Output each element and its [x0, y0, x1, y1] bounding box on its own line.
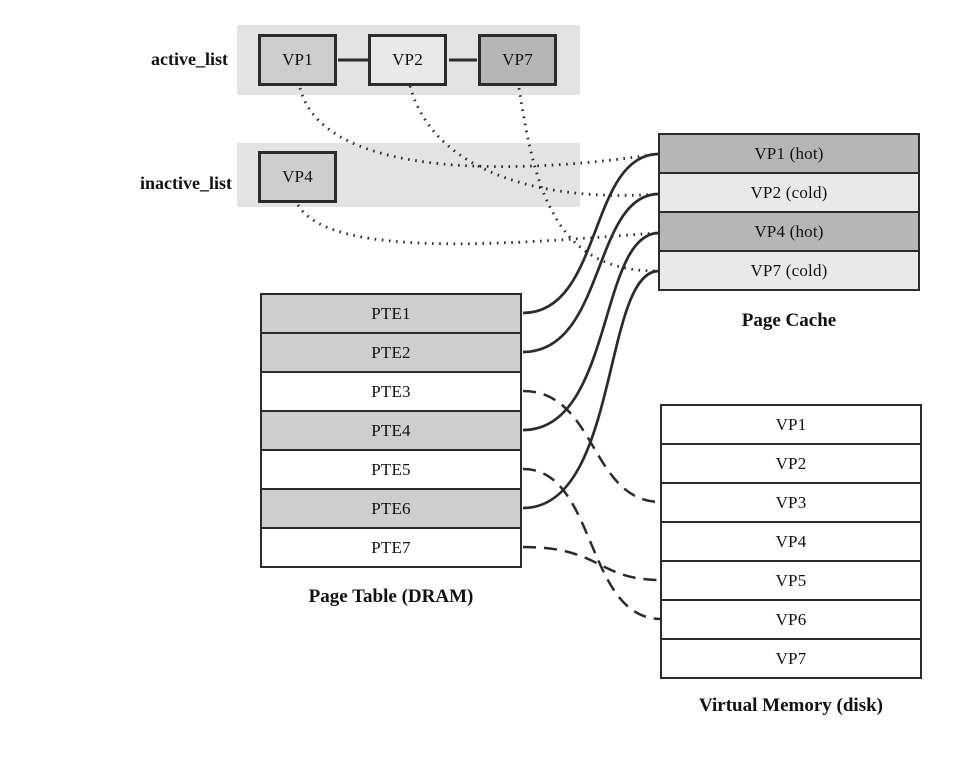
table-row: VP5: [662, 560, 920, 599]
row-label: VP2: [392, 50, 423, 69]
row-label: VP4 (hot): [754, 221, 824, 241]
row-label: PTE3: [371, 381, 411, 401]
table-row: PTE7: [262, 527, 520, 566]
wire-dotted-VP1-to-VP1: [298, 87, 658, 168]
table-row: PTE5: [262, 449, 520, 488]
row-label: PTE2: [371, 342, 411, 362]
active-list-items: VP1 VP2 VP7: [237, 34, 557, 86]
row-label: VP4: [282, 167, 313, 186]
table-row: VP2: [662, 443, 920, 482]
wire-dashed-PTE5-to-VP6: [522, 467, 662, 621]
row-label: VP1: [775, 414, 807, 434]
row-label: VP7: [775, 648, 807, 668]
table-row: VP6: [662, 599, 920, 638]
row-label: PTE7: [371, 537, 411, 557]
list-node: VP1: [258, 34, 337, 86]
wire-solid-PTE2-to-VP2: [522, 192, 660, 354]
row-label: VP3: [775, 492, 807, 512]
row-label: VP1 (hot): [754, 143, 824, 163]
wire-dotted-VP2-to-VP2: [408, 85, 658, 197]
row-label: VP5: [775, 570, 807, 590]
table-row: VP4: [662, 521, 920, 560]
wire-solid-PTE1-to-VP1: [522, 152, 660, 315]
table-row: VP1 (hot): [660, 135, 918, 172]
wire-dashed-PTE3-to-VP3: [522, 389, 662, 504]
inactive-list-label: inactive_list: [140, 173, 232, 193]
table-row: PTE2: [262, 332, 520, 371]
table-row: VP4 (hot): [660, 211, 918, 250]
row-label: VP7: [502, 50, 533, 69]
row-label: VP2 (cold): [750, 182, 828, 202]
row-label: VP2: [775, 453, 807, 473]
list-node: VP2: [368, 34, 447, 86]
table-row: VP1: [662, 406, 920, 443]
table-row: PTE6: [262, 488, 520, 527]
row-label: VP7 (cold): [750, 260, 828, 280]
row-label: PTE1: [371, 303, 411, 323]
table-row: PTE1: [262, 295, 520, 332]
row-label: PTE4: [371, 420, 411, 440]
page-cache-caption: Page Cache: [741, 310, 837, 331]
row-label: VP1: [282, 50, 313, 69]
row-label: PTE6: [371, 498, 411, 518]
table-row: PTE4: [262, 410, 520, 449]
table-row: VP7: [662, 638, 920, 677]
list-node: VP7: [478, 34, 557, 86]
wire-solid-PTE4-to-VP4: [522, 231, 660, 432]
inactive-list-items: VP4: [237, 151, 337, 203]
list-node: VP4: [258, 151, 337, 203]
virtual-memory-caption: Virtual Memory (disk): [699, 695, 883, 716]
table-row: VP7 (cold): [660, 250, 918, 289]
page-cache-stack: VP1 (hot) VP2 (cold) VP4 (hot) VP7 (cold): [658, 133, 920, 291]
page-table-caption: Page Table (DRAM): [308, 586, 474, 607]
row-label: PTE5: [371, 459, 411, 479]
row-label: VP4: [775, 531, 807, 551]
wire-dotted-VP4-to-VP4: [296, 204, 658, 246]
table-row: PTE3: [262, 371, 520, 410]
active-list-label: active_list: [151, 49, 228, 69]
table-row: VP2 (cold): [660, 172, 918, 211]
wire-dashed-PTE7-to-VP5: [522, 545, 662, 582]
row-label: VP6: [775, 609, 807, 629]
wire-solid-PTE6-to-VP7: [522, 269, 660, 510]
table-row: VP3: [662, 482, 920, 521]
